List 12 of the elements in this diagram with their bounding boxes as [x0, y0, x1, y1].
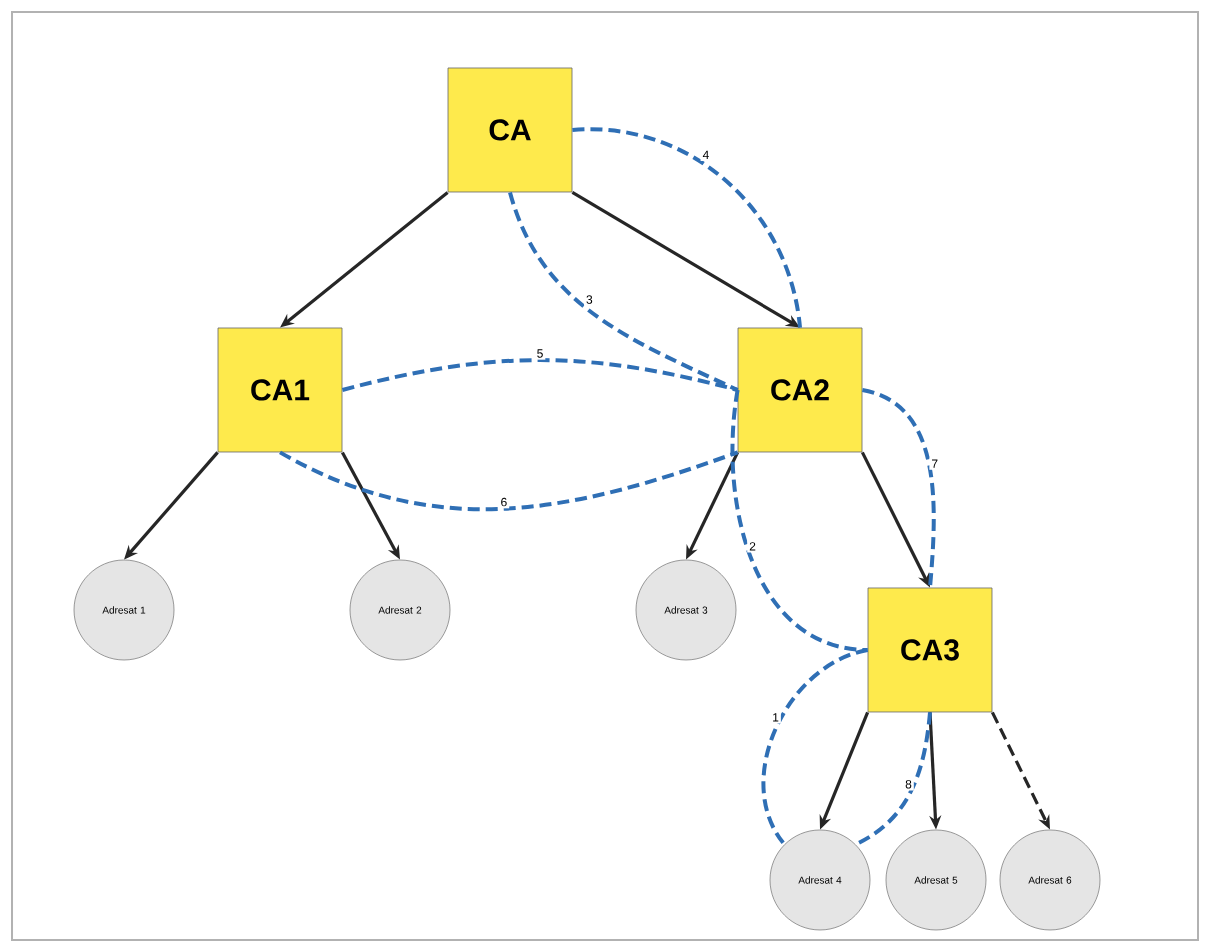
box: CA3 — [867, 587, 993, 713]
connector — [341, 358, 739, 392]
connector — [854, 712, 932, 847]
connector — [730, 389, 868, 652]
connector — [761, 648, 869, 846]
box: CA1 — [217, 327, 343, 453]
connector — [508, 191, 739, 392]
connector — [572, 127, 802, 328]
connector — [861, 388, 936, 588]
box: CA — [447, 67, 573, 193]
connector — [279, 450, 739, 511]
box: CA2 — [737, 327, 863, 453]
